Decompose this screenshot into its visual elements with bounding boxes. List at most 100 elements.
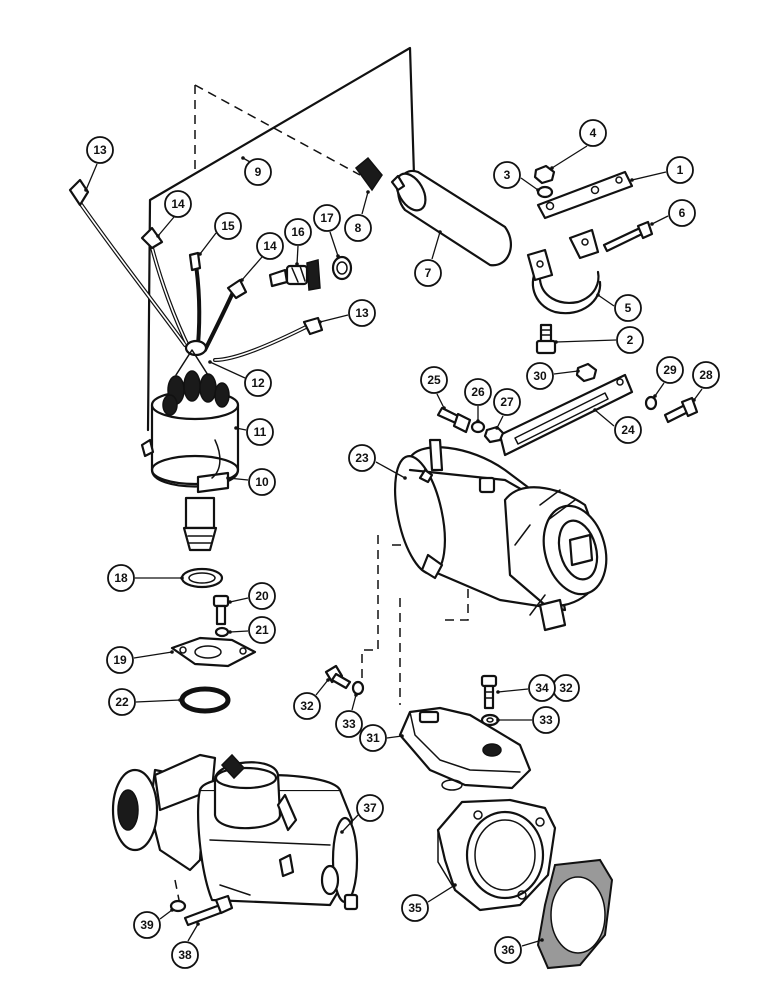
callout-circle [164, 190, 192, 218]
callout-c5: 5 [596, 293, 642, 322]
callout-c38: 38 [171, 922, 200, 969]
callout-number: 32 [559, 681, 573, 695]
leader-end [653, 394, 657, 398]
callout-circle [614, 294, 642, 322]
washer-26 [470, 420, 486, 434]
leader-line [209, 361, 246, 379]
leader-end [476, 419, 480, 423]
leader-end [326, 678, 330, 682]
spark-plug-wires [76, 198, 312, 362]
leader-line [555, 339, 617, 343]
callout-circle [244, 158, 272, 186]
callout-circle [616, 326, 644, 354]
callout-circle [214, 212, 242, 240]
callout-circle [248, 468, 276, 496]
leader-end [170, 908, 174, 912]
callout-circle [579, 119, 607, 147]
callout-c35: 35 [401, 883, 457, 922]
callout-circle [420, 366, 448, 394]
leader-end [234, 426, 238, 430]
callout-number: 33 [342, 717, 356, 731]
callout-number: 29 [663, 363, 677, 377]
leader-line [341, 814, 359, 833]
callout-c12: 12 [208, 360, 272, 397]
distributor [140, 339, 240, 552]
callout-circle [359, 724, 387, 752]
leader-line [651, 215, 669, 225]
bolt-34 [480, 674, 498, 710]
callout-number: 22 [115, 695, 129, 709]
leader-end [496, 718, 500, 722]
callout-number: 2 [627, 333, 634, 347]
leader-end [340, 830, 344, 834]
leader-end [295, 262, 299, 266]
bolt-25 [436, 406, 472, 434]
callout-c30: 30 [526, 362, 580, 390]
callout-c9: 9 [241, 156, 272, 186]
callout-circle [171, 941, 199, 969]
callout-c2: 2 [554, 326, 644, 354]
callout-number: 12 [251, 376, 265, 390]
leader-end [198, 252, 202, 256]
callout-number: 39 [140, 918, 154, 932]
leader-end [400, 734, 404, 738]
leader-line [427, 884, 456, 903]
callout-circle [284, 218, 312, 246]
leader-line [133, 651, 173, 659]
callout-c18: 18 [107, 564, 184, 592]
callout-circle [244, 369, 272, 397]
callout-circle [348, 444, 376, 472]
leader-end [576, 369, 580, 373]
leader-line [241, 256, 263, 281]
leader-line [497, 688, 529, 693]
leader-end [241, 156, 245, 160]
callout-c24: 24 [593, 408, 642, 444]
callout-c27: 27 [493, 388, 521, 430]
callout-circle [106, 646, 134, 674]
callout-circle [248, 582, 276, 610]
leader-end [536, 188, 540, 192]
spark-plug-gasket [331, 255, 353, 281]
leader-line [229, 597, 249, 603]
callout-circle [344, 214, 372, 242]
callout-c32a: 32 [293, 678, 330, 720]
coil-clamp [526, 228, 602, 315]
leader-end [228, 600, 232, 604]
leader-line [553, 370, 579, 375]
callout-number: 33 [539, 713, 553, 727]
leader-end [336, 254, 340, 258]
leader-line [227, 477, 249, 481]
leader-line [85, 163, 98, 191]
callout-circle [133, 911, 161, 939]
seal-22 [179, 686, 231, 714]
leader-line [361, 191, 369, 215]
callout-number: 20 [255, 589, 269, 603]
callout-circle [614, 416, 642, 444]
leader-end [692, 398, 696, 402]
callout-number: 10 [255, 475, 269, 489]
callout-c28: 28 [692, 361, 720, 402]
leader-line [351, 694, 357, 711]
leader-line [520, 177, 539, 191]
leader-end [196, 922, 200, 926]
leader-end [208, 360, 212, 364]
callout-circle [526, 362, 554, 390]
leader-line [436, 393, 445, 409]
plug-wire-terminals [68, 178, 324, 336]
bolt-2 [535, 323, 557, 355]
screw-6 [602, 220, 654, 253]
callout-c39: 39 [133, 908, 174, 939]
callout-circle [401, 894, 429, 922]
leader-end [550, 166, 554, 170]
leader-end [442, 406, 446, 410]
leader-end [453, 883, 457, 887]
callout-circle [248, 616, 276, 644]
callout-number: 1 [677, 163, 684, 177]
callout-c29: 29 [653, 356, 684, 398]
callout-c26: 26 [464, 378, 492, 423]
callout-number: 11 [254, 425, 267, 439]
leader-end [630, 178, 634, 182]
leader-line [159, 909, 173, 920]
callout-circle [414, 259, 442, 287]
callout-circle [356, 794, 384, 822]
